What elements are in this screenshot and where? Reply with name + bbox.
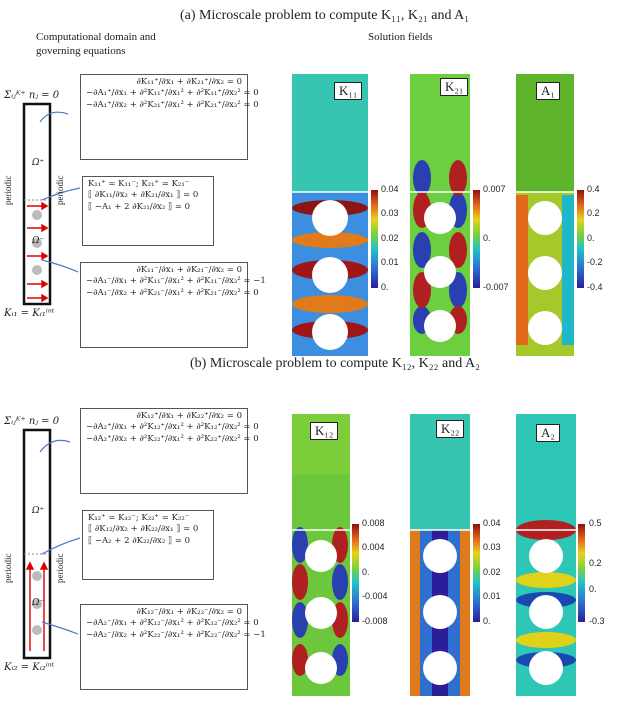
tick: 0. <box>483 616 491 626</box>
tick: 0.01 <box>483 591 501 601</box>
eq-box-bottom-a: ∂K₁₁⁻/∂x₁ + ∂K₂₁⁻/∂x₂ = 0 −∂A₁⁻/∂x₁ + ∂²… <box>80 262 266 348</box>
eq-box-bottom-b: ∂K₁₂⁻/∂x₁ + ∂K₂₂⁻/∂x₂ = 0 −∂A₂⁻/∂x₁ + ∂²… <box>80 604 266 690</box>
tick: 0.007 <box>483 184 506 194</box>
eq-line: −∂A₂⁻/∂x₁ + ∂²K₁₂⁻/∂x₁² + ∂²K₁₂⁻/∂x₂² = … <box>86 618 259 629</box>
tick: 0.2 <box>589 558 602 568</box>
eq-line: ⟦ −A₁ + 2 ∂K₂₁/∂x₂ ⟧ = 0 <box>88 201 191 212</box>
omega-minus-b: Ω⁻ <box>32 598 45 608</box>
tick: -0.3 <box>589 616 605 626</box>
omega-plus-b: Ω⁺ <box>32 506 45 516</box>
top-bc-b: Σᵢⱼᴷ⁺ nⱼ = 0 <box>4 416 60 427</box>
panel-label-a1: A₁ <box>536 82 560 100</box>
top-bc-a: Σᵢⱼᴷ⁺ nⱼ = 0 <box>4 90 60 101</box>
eq-box-top-b: ∂K₁₂⁺/∂x₁ + ∂K₂₂⁺/∂x₂ = 0 −∂A₂⁺/∂x₁ + ∂²… <box>80 408 259 494</box>
colorbar-k21 <box>473 190 480 288</box>
bottom-bc-a: Kᵢ₁ = Kᵢ₁ⁱⁿᵗ <box>4 308 55 319</box>
colorbar-k11 <box>371 190 378 288</box>
panel-a1 <box>516 74 574 356</box>
tick: 0.04 <box>381 184 399 194</box>
panel-label-k12: K₁₂ <box>310 422 339 440</box>
eq-box-top-a: ∂K₁₁⁺/∂x₁ + ∂K₂₁⁺/∂x₂ = 0 −∂A₁⁺/∂x₁ + ∂²… <box>80 74 259 160</box>
tick: 0.03 <box>381 208 399 218</box>
colorbar-a2 <box>578 524 585 622</box>
omega-minus-a: Ω⁻ <box>32 236 45 246</box>
tick: 0. <box>381 282 389 292</box>
eq-line: −∂A₁⁺/∂x₁ + ∂²K₁₁⁺/∂x₁² + ∂²K₁₁⁺/∂x₂² = … <box>86 88 259 99</box>
tick: -0.4 <box>587 282 603 292</box>
solution-header: Solution fields <box>368 31 433 43</box>
eq-line: −∂A₁⁻/∂x₁ + ∂²K₁₁⁻/∂x₁² + ∂²K₁₁⁻/∂x₂² = … <box>86 276 266 287</box>
panel-label-k22: K₂₂ <box>436 420 465 438</box>
eq-line: −∂A₂⁺/∂x₂ + ∂²K₂₂⁺/∂x₁² + ∂²K₂₂⁺/∂x₂² = … <box>86 433 259 444</box>
tick: 0. <box>587 233 595 243</box>
eq-line: ⟦ ∂K₁₂/∂x₂ + ∂K₂₂/∂x₁ ⟧ = 0 <box>88 524 199 535</box>
eq-line: K₁₂⁺ = K₁₂⁻; K₂₂⁺ = K₂₂⁻ <box>88 513 190 523</box>
panel-label-k21: K₂₁ <box>440 78 469 96</box>
tick: 0.01 <box>381 257 399 267</box>
eq-line: ∂K₁₁⁺/∂x₁ + ∂K₂₁⁺/∂x₂ = 0 <box>136 77 242 87</box>
domain-sketch-a <box>22 102 80 306</box>
section-a-title: (a) Microscale problem to compute K₁₁, K… <box>180 8 470 23</box>
eq-line: ⟦ −A₂ + 2 ∂K₂₂/∂x₂ ⟧ = 0 <box>88 535 191 546</box>
tick: -0.004 <box>362 591 388 601</box>
domain-header: Computational domain and governing equat… <box>36 31 156 57</box>
tick: 0.03 <box>483 542 501 552</box>
bottom-bc-b: Kᵢ₂ = Kᵢ₂ⁱⁿᵗ <box>4 662 55 673</box>
tick: 0.4 <box>587 184 600 194</box>
tick: 0.2 <box>587 208 600 218</box>
colorbar-k22 <box>473 524 480 622</box>
tick: 0.004 <box>362 542 385 552</box>
section-b-title: (b) Microscale problem to compute K₁₂, K… <box>190 356 480 371</box>
panel-a2 <box>516 414 576 696</box>
tick: 0.02 <box>483 567 501 577</box>
eq-line: −∂A₂⁻/∂x₂ + ∂²K₂₂⁻/∂x₁² + ∂²K₂₂⁻/∂x₂² = … <box>86 629 266 640</box>
tick: -0.2 <box>587 257 603 267</box>
tick: 0.008 <box>362 518 385 528</box>
tick: -0.007 <box>483 282 509 292</box>
eq-line: −∂A₁⁻/∂x₂ + ∂²K₂₁⁻/∂x₁² + ∂²K₂₁⁻/∂x₂² = … <box>86 287 259 298</box>
omega-plus-a: Ω⁺ <box>32 158 45 168</box>
colorbar-a1 <box>577 190 584 288</box>
eq-line: K₁₁⁺ = K₁₁⁻; K₂₁⁺ = K₂₁⁻ <box>88 179 190 189</box>
domain-sketch-b <box>22 428 80 660</box>
tick: 0. <box>589 584 597 594</box>
panel-k21 <box>410 74 470 356</box>
eq-line: ∂K₁₂⁻/∂x₁ + ∂K₂₂⁻/∂x₂ = 0 <box>136 607 242 617</box>
eq-box-interface-a: K₁₁⁺ = K₁₁⁻; K₂₁⁺ = K₂₁⁻ ⟦ ∂K₁₁/∂x₂ + ∂K… <box>82 176 214 246</box>
tick: 0. <box>483 233 491 243</box>
tick: 0.04 <box>483 518 501 528</box>
eq-line: −∂A₂⁺/∂x₁ + ∂²K₁₂⁺/∂x₁² + ∂²K₁₂⁺/∂x₂² = … <box>86 422 259 433</box>
panel-k22 <box>410 414 470 696</box>
tick: 0.02 <box>381 233 399 243</box>
eq-box-interface-b: K₁₂⁺ = K₁₂⁻; K₂₂⁺ = K₂₂⁻ ⟦ ∂K₁₂/∂x₂ + ∂K… <box>82 510 214 580</box>
eq-line: −∂A₁⁺/∂x₂ + ∂²K₂₁⁺/∂x₁² + ∂²K₂₁⁺/∂x₂² = … <box>86 99 259 110</box>
panel-k12 <box>292 414 350 696</box>
tick: 0. <box>362 567 370 577</box>
eq-line: ∂K₁₁⁻/∂x₁ + ∂K₂₁⁻/∂x₂ = 0 <box>136 265 242 275</box>
eq-line: ∂K₁₂⁺/∂x₁ + ∂K₂₂⁺/∂x₂ = 0 <box>136 411 242 421</box>
panel-label-a2: A₂ <box>536 424 560 442</box>
panel-k11 <box>292 74 368 356</box>
tick: -0.008 <box>362 616 388 626</box>
tick: 0.5 <box>589 518 602 528</box>
eq-line: ⟦ ∂K₁₁/∂x₂ + ∂K₂₁/∂x₁ ⟧ = 0 <box>88 190 199 201</box>
panel-label-k11: K₁₁ <box>334 82 363 100</box>
colorbar-k12 <box>352 524 359 622</box>
